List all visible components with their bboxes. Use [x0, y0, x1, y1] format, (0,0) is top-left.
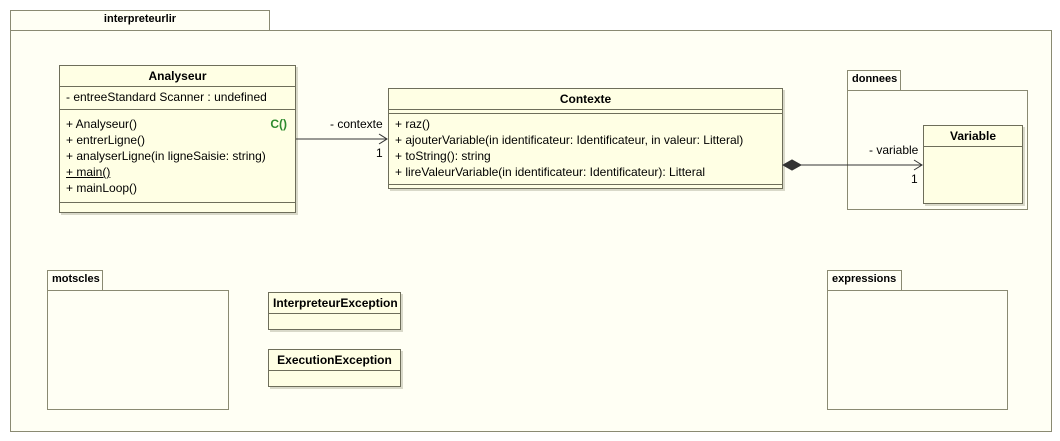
attributes-section: - entreeStandard Scanner : undefined [60, 87, 295, 110]
class-interpreteur-exception[interactable]: InterpreteurException [268, 292, 401, 330]
association-role-label: - variable [869, 143, 919, 157]
class-execution-exception[interactable]: ExecutionException [268, 349, 401, 387]
constructor-marker: C() [270, 117, 287, 131]
operation[interactable]: + ajouterVariable(in identificateur: Ide… [395, 133, 744, 147]
multiplicity-label: 1 [376, 146, 383, 160]
attributes-section [389, 110, 782, 114]
composition-diamond [781, 159, 803, 171]
arrowhead-open [913, 159, 923, 171]
association-role-label: - contexte [330, 117, 383, 131]
operation-static[interactable]: + main() [66, 165, 111, 179]
package-tab-motscles[interactable]: motscles [47, 270, 103, 291]
operation[interactable]: + mainLoop() [66, 181, 138, 195]
class-name: InterpreteurException [269, 293, 400, 314]
class-name: Analyseur [60, 66, 295, 87]
operation[interactable]: + toString(): string [395, 149, 491, 163]
class-name: Contexte [389, 89, 782, 110]
class-name: ExecutionException [269, 350, 400, 371]
operation[interactable]: + analyserLigne(in ligneSaisie: string) [66, 149, 266, 163]
arrowhead-open [378, 133, 388, 145]
operation[interactable]: + raz() [395, 117, 431, 131]
operation[interactable]: + lireValeurVariable(in identificateur: … [395, 165, 706, 179]
attribute[interactable]: - entreeStandard Scanner : undefined [66, 90, 267, 104]
package-name: motscles [52, 273, 100, 285]
class-name: Variable [924, 126, 1022, 147]
class-variable[interactable]: Variable [923, 125, 1023, 204]
class-contexte[interactable]: Contexte + raz() + ajouterVariable(in id… [388, 88, 783, 189]
class-analyseur[interactable]: Analyseur - entreeStandard Scanner : und… [59, 65, 296, 213]
operation-label: + Analyseur() [66, 117, 138, 131]
operations-section: + Analyseur() C() + entrerLigne() + anal… [60, 110, 295, 203]
package-motscles[interactable] [47, 290, 229, 410]
package-name: interpreteurlir [103, 13, 177, 25]
multiplicity-label: 1 [911, 172, 918, 186]
package-expressions[interactable] [827, 290, 1008, 410]
package-name: expressions [832, 273, 897, 285]
package-name: donnees [852, 73, 898, 85]
operation[interactable]: + entrerLigne() [66, 133, 146, 147]
package-tab-donnees[interactable]: donnees [847, 70, 901, 91]
operations-section: + raz() + ajouterVariable(in identificat… [389, 114, 782, 185]
operation[interactable]: + Analyseur() C() [66, 116, 289, 132]
